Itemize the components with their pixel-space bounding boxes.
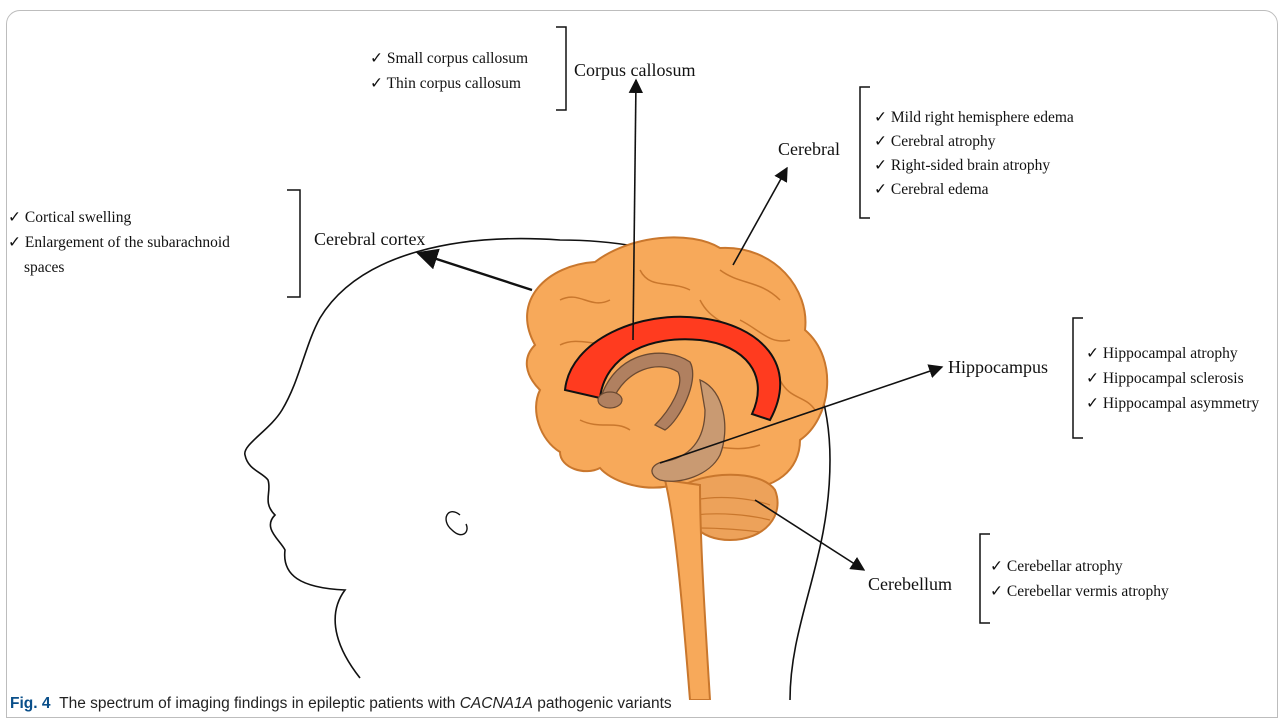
cerebral-item-1: ✓ Mild right hemisphere edema [874,109,1074,126]
ear-icon [446,512,467,535]
bracket-cerebral [860,87,870,218]
cerebral-item-2: ✓ Cerebral atrophy [874,133,996,150]
bracket-hippocampus [1073,318,1083,438]
cerebral-item-3: ✓ Right-sided brain atrophy [874,157,1050,174]
bracket-cerebral-cortex [287,190,300,297]
cerebral-cortex-item-2: ✓ Enlargement of the subarachnoid [8,234,230,251]
cerebellum-item-2: ✓ Cerebellar vermis atrophy [990,583,1169,600]
hippocampus-item-2: ✓ Hippocampal sclerosis [1086,370,1244,387]
cerebral-cortex-item-1: ✓ Cortical swelling [8,209,131,226]
hippocampus-item-3: ✓ Hippocampal asymmetry [1086,395,1259,412]
cerebral-heading: Cerebral [778,139,840,159]
hippocampus-item-1: ✓ Hippocampal atrophy [1086,345,1238,362]
corpus-callosum-heading: Corpus callosum [574,60,696,80]
cerebral-cortex-heading: Cerebral cortex [314,229,425,249]
corpus-callosum-item-2: ✓ Thin corpus callosum [370,75,521,92]
caption-gene: CACNA1A [460,695,533,712]
cerebellum-item-1: ✓ Cerebellar atrophy [990,558,1123,575]
cerebellum-heading: Cerebellum [868,574,952,594]
corpus-callosum-item-1: ✓ Small corpus callosum [370,50,528,67]
cerebral-cortex-item-3: spaces [24,259,64,276]
figure-label: Fig. 4 [10,695,50,712]
hippocampus-heading: Hippocampus [948,357,1048,377]
cerebral-item-4: ✓ Cerebral edema [874,181,989,198]
bracket-cerebellum [980,534,990,623]
figure-caption: Fig. 4 The spectrum of imaging findings … [10,695,672,713]
bracket-corpus-callosum [556,27,566,110]
caption-text-post: pathogenic variants [533,695,672,712]
caption-text-pre: The spectrum of imaging findings in epil… [59,695,460,712]
arrow-cerebellum [755,500,864,570]
brain-diagram: ✓ Small corpus callosum ✓ Thin corpus ca… [0,0,1284,700]
arrow-cerebral-cortex [418,253,532,290]
arrow-cerebral [733,168,787,265]
